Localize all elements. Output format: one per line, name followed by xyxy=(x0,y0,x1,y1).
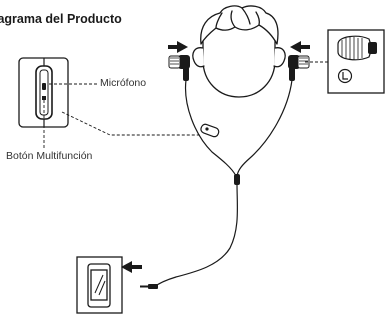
audio-jack-plug xyxy=(140,284,158,289)
smartphone-icon xyxy=(76,256,123,314)
right-earbud xyxy=(288,55,310,81)
insert-arrow-left-icon xyxy=(168,41,188,53)
multifunction-button-label: Botón Multifunción xyxy=(6,150,93,162)
diagram-title: iagrama del Producto xyxy=(0,12,122,26)
ear-tip-closeup xyxy=(327,29,385,94)
connect-arrow-icon xyxy=(121,261,142,273)
l-side-marker-icon xyxy=(337,68,353,84)
earphone-cable xyxy=(153,79,293,288)
insert-arrow-right-icon xyxy=(290,41,310,53)
inline-remote xyxy=(200,123,220,138)
cable-splitter xyxy=(234,174,240,185)
remote-closeup xyxy=(18,57,69,128)
microphone-label: Micrófono xyxy=(100,77,147,89)
callout-lines xyxy=(43,83,200,150)
left-earbud xyxy=(168,55,190,81)
head-illustration xyxy=(192,5,286,98)
